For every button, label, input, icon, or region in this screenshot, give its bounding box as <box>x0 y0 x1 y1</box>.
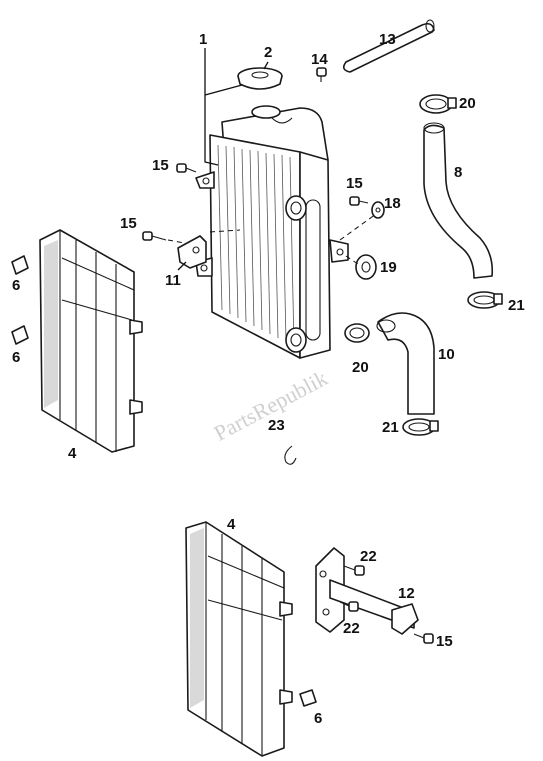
callout-22-lower: 22 <box>343 620 360 637</box>
callout-20-lower: 20 <box>352 359 369 376</box>
radiator-part <box>195 105 349 359</box>
screw-part-22-upper <box>343 565 365 576</box>
callout-21-right: 21 <box>508 297 525 314</box>
clip-nut-part-a <box>11 255 29 275</box>
clip-nut-part-b <box>11 325 29 345</box>
callout-12: 12 <box>398 585 415 602</box>
screw-part-right <box>349 196 369 206</box>
callout-8: 8 <box>454 164 462 181</box>
callout-22-upper: 22 <box>360 548 377 565</box>
dashed-line-19 <box>345 255 359 265</box>
leader-line-11 <box>177 261 187 271</box>
callout-19: 19 <box>380 259 397 276</box>
hose-clamp-part-lower-right <box>402 418 439 436</box>
callout-10: 10 <box>438 346 455 363</box>
callout-20-top: 20 <box>459 95 476 112</box>
retaining-clip-part <box>284 445 297 465</box>
bracket-part-12 <box>315 547 419 635</box>
washer-part <box>371 201 385 219</box>
callout-15-middle: 15 <box>120 215 137 232</box>
callout-15-lower: 15 <box>436 633 453 650</box>
callout-4-bottom: 4 <box>227 516 236 533</box>
leader-line-1 <box>204 48 243 166</box>
overflow-hose-part <box>342 19 435 73</box>
callout-15-upper: 15 <box>152 157 169 174</box>
callout-6-b: 6 <box>12 349 20 366</box>
callout-18: 18 <box>384 195 401 212</box>
screw-part-middle <box>142 231 167 241</box>
vent-screw-part <box>316 67 327 82</box>
callout-4-top: 4 <box>68 445 77 462</box>
callout-1: 1 <box>199 31 207 48</box>
radiator-cap-part <box>237 67 283 90</box>
hose-clamp-part-lower <box>344 323 370 343</box>
lower-hose-part <box>376 312 435 415</box>
radiator-shroud-part-bottom <box>185 521 293 757</box>
callout-23: 23 <box>268 417 285 434</box>
callout-13: 13 <box>379 31 396 48</box>
callout-15-right: 15 <box>346 175 363 192</box>
callout-6-c: 6 <box>314 710 322 727</box>
upper-hose-part <box>423 122 494 279</box>
callout-14: 14 <box>311 51 328 68</box>
rubber-grommet-part <box>355 254 377 280</box>
leader-line-2 <box>263 61 269 70</box>
screw-part-lower <box>413 633 434 644</box>
bracket-part-11 <box>177 235 207 269</box>
screw-part-upper <box>176 163 197 173</box>
callout-21-lower: 21 <box>382 419 399 436</box>
hose-clamp-part-right <box>467 291 503 309</box>
dashed-line-18 <box>339 213 377 241</box>
callout-6-a: 6 <box>12 277 20 294</box>
hose-clamp-part-top <box>419 94 457 114</box>
clip-nut-part-c <box>299 689 317 707</box>
radiator-shroud-part-top <box>39 229 143 453</box>
callout-2: 2 <box>264 44 272 61</box>
screw-part-22-lower <box>339 601 359 612</box>
callout-11: 11 <box>165 272 181 289</box>
